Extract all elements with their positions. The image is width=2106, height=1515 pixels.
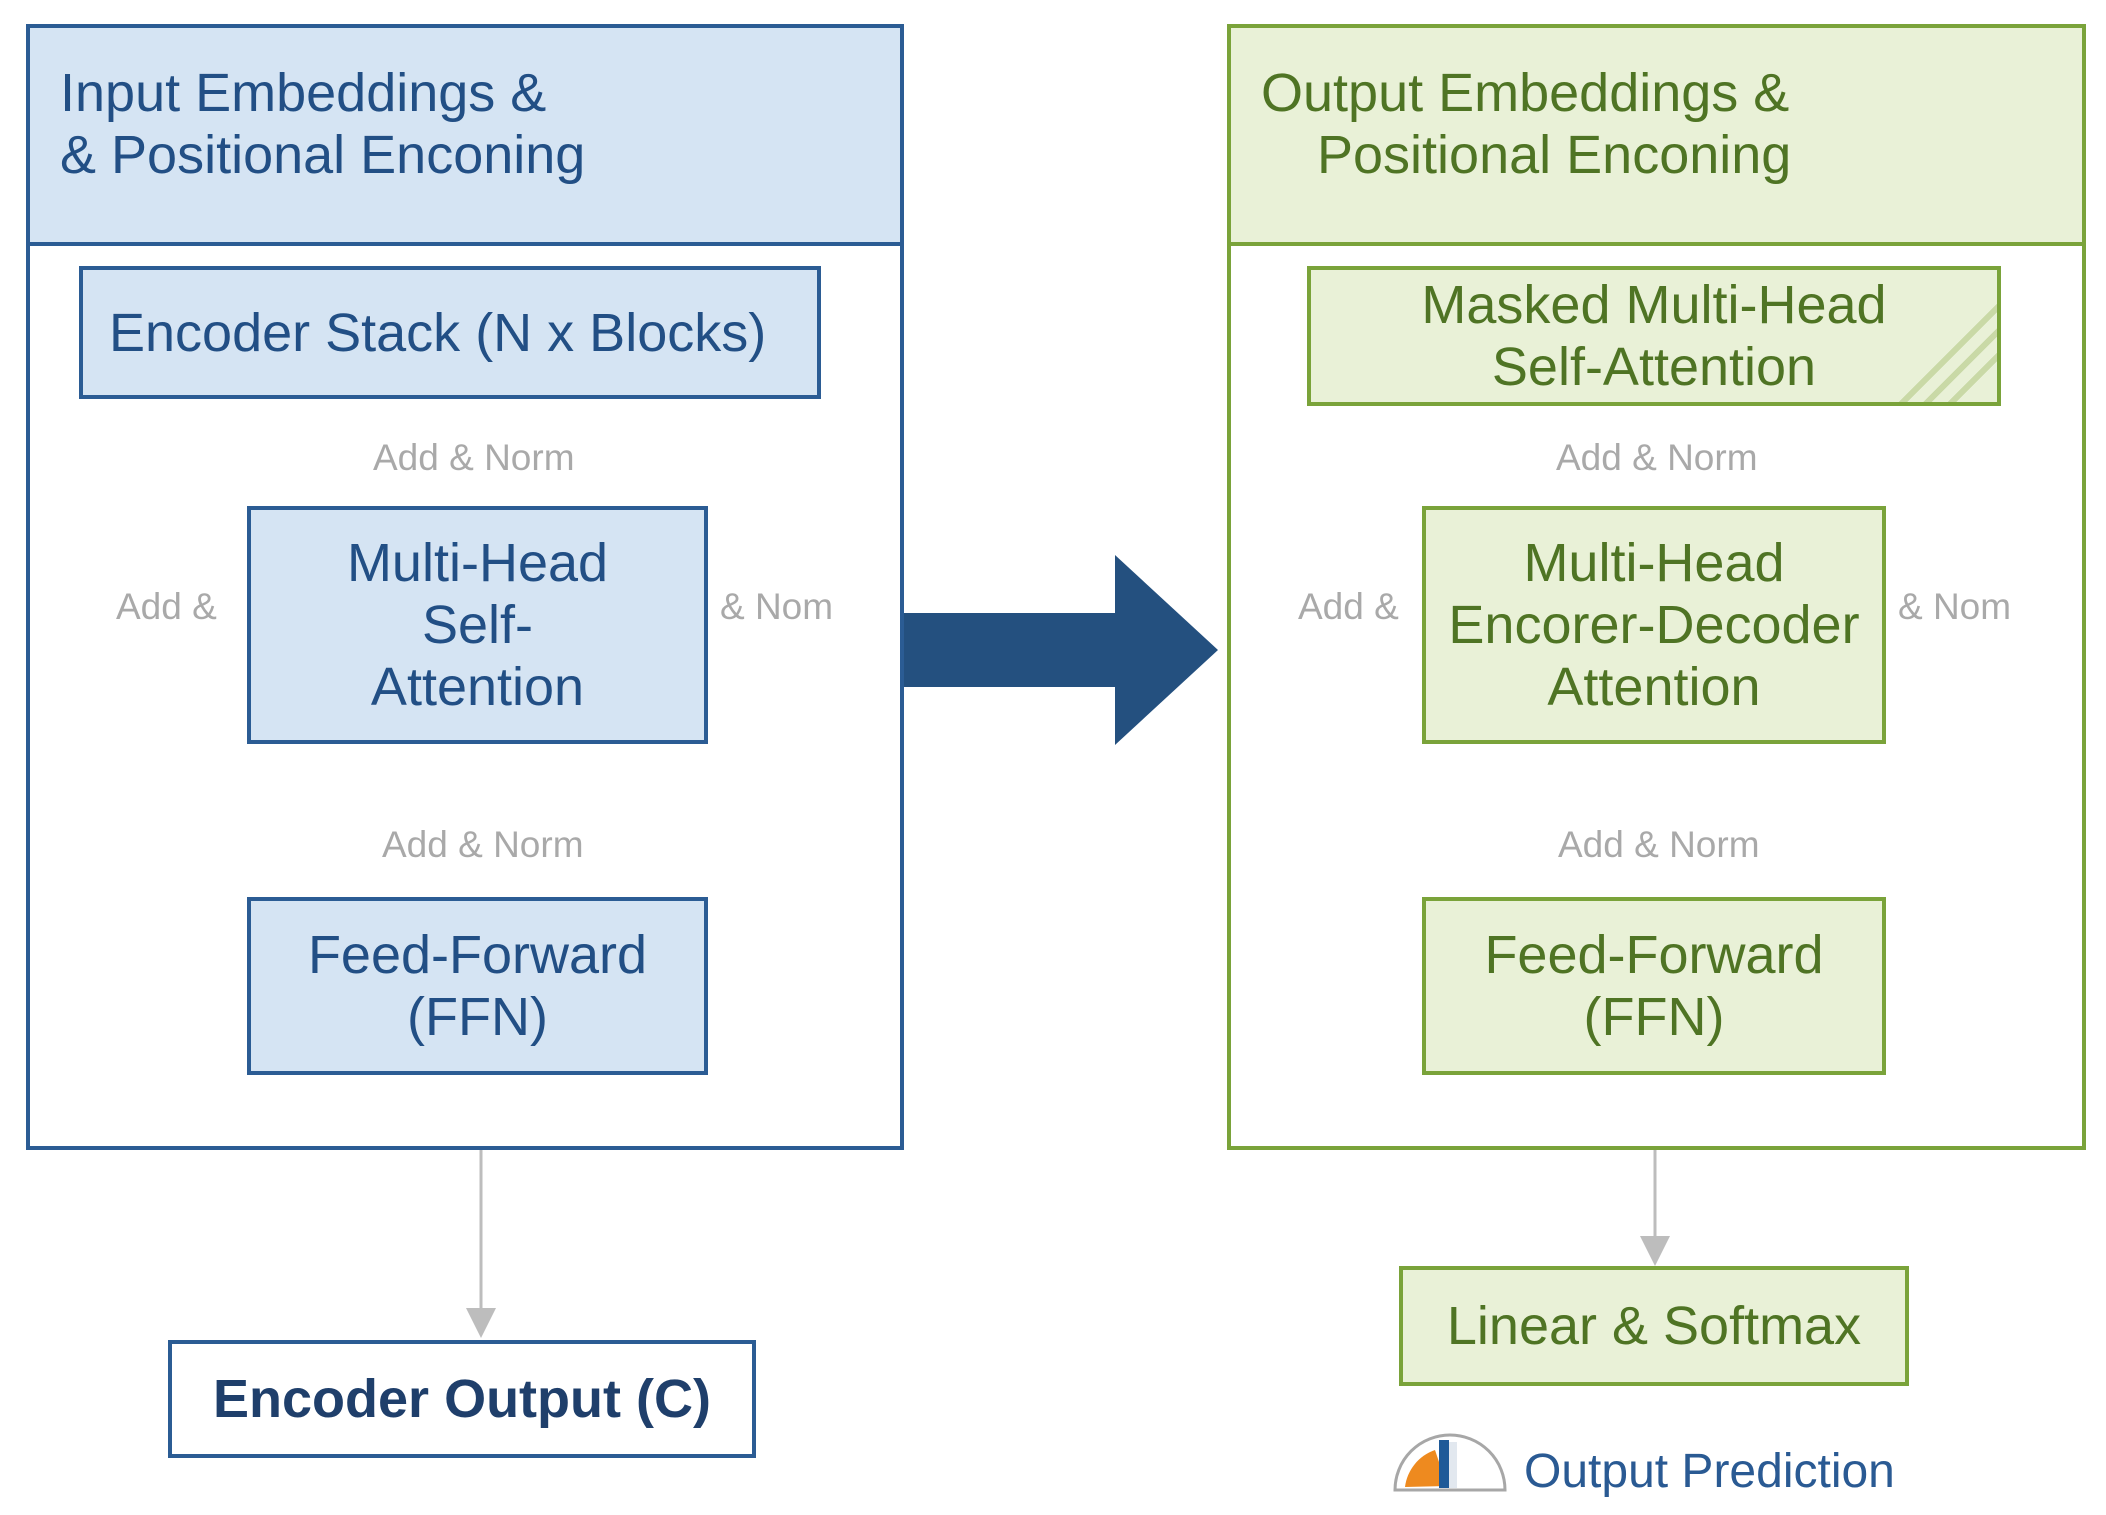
encoder-to-decoder-arrow bbox=[904, 555, 1218, 745]
decoder-header: Output Embeddings & Positional Enconing bbox=[1231, 28, 2082, 246]
encoder-output-box: Encoder Output (C) bbox=[168, 1340, 756, 1458]
decoder-add-left-label: Add & bbox=[1290, 585, 1407, 629]
encoder-norm-right-label: & Nom bbox=[712, 585, 842, 629]
decoder-norm-right-label: & Nom bbox=[1890, 585, 2020, 629]
encoder-stack-box: Encoder Stack (N x Blocks) bbox=[79, 266, 821, 399]
decoder-header-line1: Output Embeddings & bbox=[1261, 63, 1790, 123]
output-prediction-label: Output Prediction bbox=[1524, 1445, 1895, 1498]
encoder-ffn-box: Feed-Forward (FFN) bbox=[247, 897, 708, 1075]
decoder-header-line2: Positional Enconing bbox=[1317, 125, 1792, 185]
decoder-masked-attention-box: Masked Multi-Head Self-Attention bbox=[1307, 266, 2001, 406]
encoder-header-line2: & Positional Enconing bbox=[60, 125, 586, 185]
encoder-add-norm-mid-label: Add & Norm bbox=[374, 823, 592, 867]
encoder-add-left-label: Add & bbox=[108, 585, 225, 629]
decoder-add-norm-top-label: Add & Norm bbox=[1548, 436, 1766, 480]
encoder-add-norm-top-label: Add & Norm bbox=[365, 436, 583, 480]
gauge-icon bbox=[1393, 1433, 1507, 1492]
encoder-header-line1: Input Embeddings & bbox=[60, 63, 547, 123]
decoder-attention-box: Multi-Head Encorer-Decoder Attention bbox=[1422, 506, 1886, 744]
encoder-header: Input Embeddings & & Positional Enconing bbox=[30, 28, 900, 246]
encoder-attention-box: Multi-Head Self- Attention bbox=[247, 506, 708, 744]
decoder-add-norm-mid-label: Add & Norm bbox=[1550, 823, 1768, 867]
decoder-ffn-box: Feed-Forward (FFN) bbox=[1422, 897, 1886, 1075]
linear-softmax-box: Linear & Softmax bbox=[1399, 1266, 1909, 1386]
